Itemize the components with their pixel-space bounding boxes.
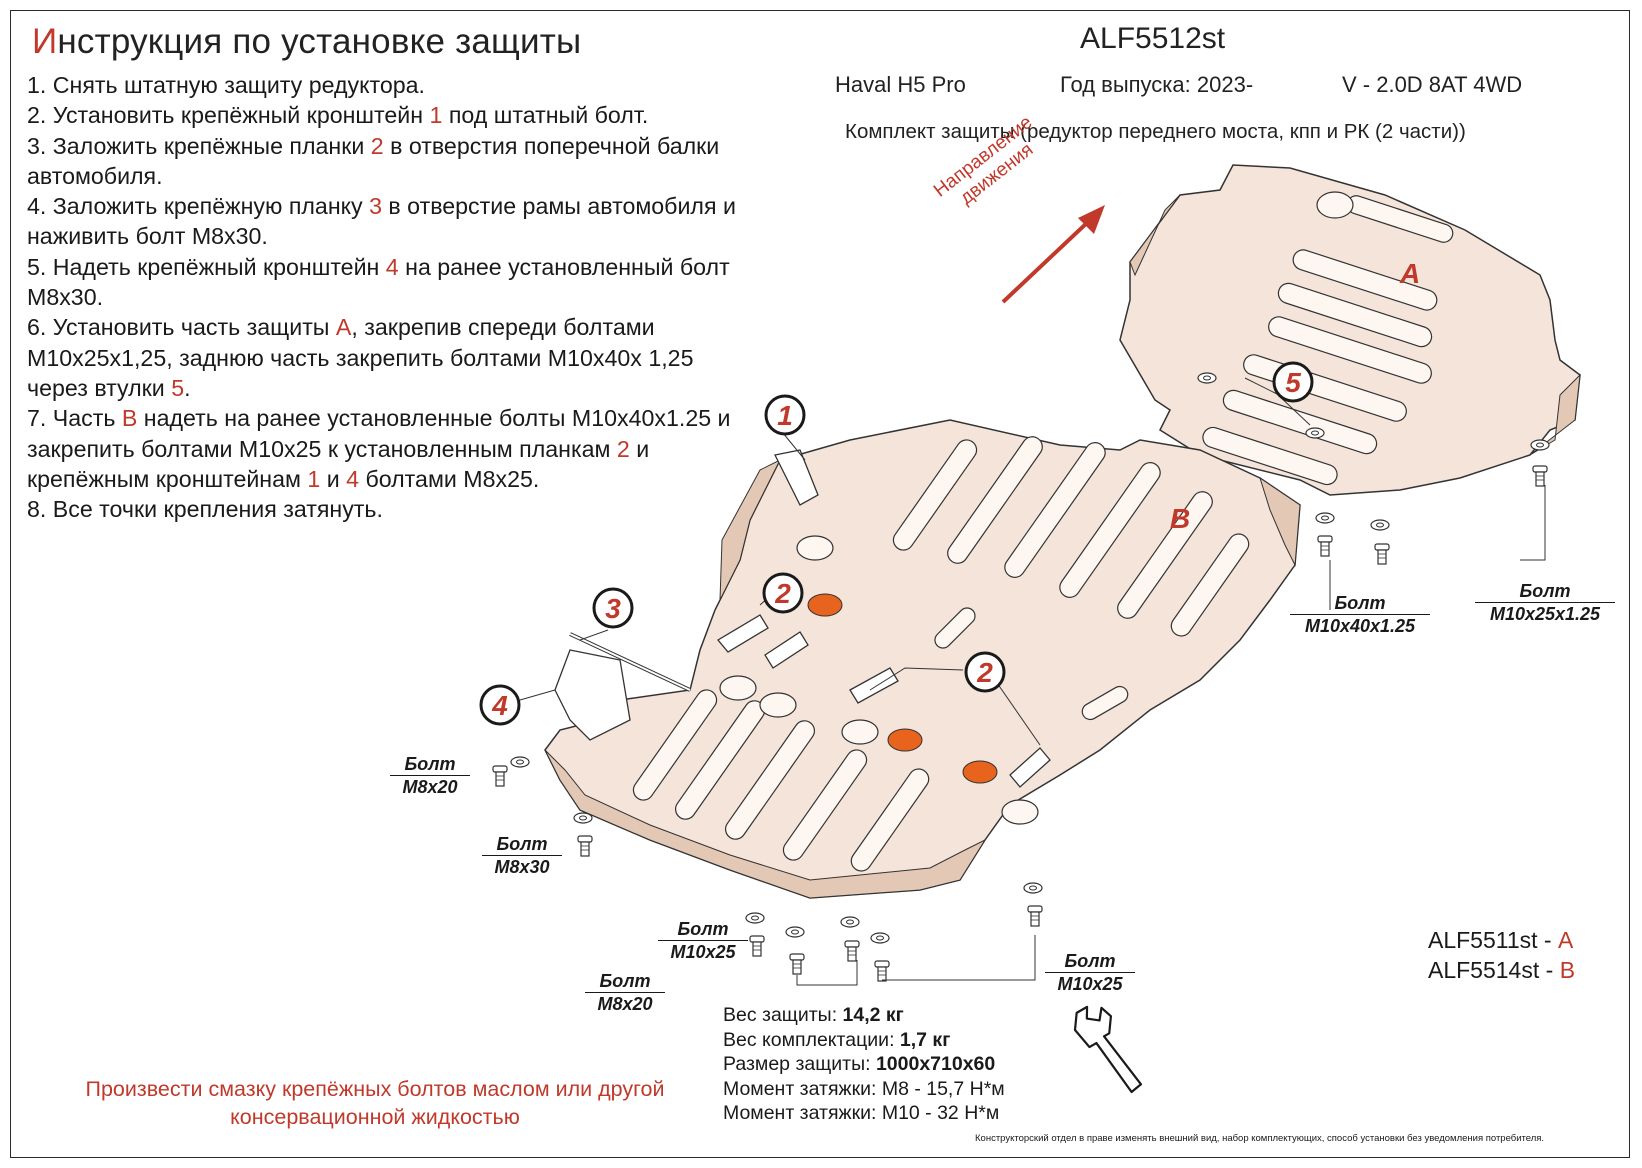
lubrication-note: Произвести смазку крепёжных болтов масло… <box>85 1077 665 1129</box>
spec-weight: Вес защиты: 14,2 кг <box>723 1004 904 1026</box>
step-2: 2. Установить крепёжный кронштейн 1 под … <box>27 102 649 129</box>
step-3: 3. Заложить крепёжные планки 2 в отверст… <box>27 132 720 189</box>
spec-torque-m8: Момент затяжки: М8 - 15,7 Н*м <box>723 1077 1005 1100</box>
title-first-letter: И <box>32 22 58 61</box>
spec-size: Размер защиты: 1000x710x60 <box>723 1053 996 1076</box>
protection-part-b <box>544 419 1301 899</box>
bolt-label-m10x25-right: Болт M10x25 <box>1045 950 1135 995</box>
wrench-icon <box>1073 1005 1143 1094</box>
callout-2a: 2 <box>774 578 791 609</box>
title-rest: нструкция по установке защиты <box>57 22 582 61</box>
bolt-label-m8x30: Болт M8x30 <box>482 833 562 878</box>
callout-3: 3 <box>605 593 621 624</box>
step-7: 7. Часть В надеть на ранее установленные… <box>27 405 731 492</box>
mounting-brackets <box>554 449 1051 788</box>
part-codes: ALF5511st - А ALF5514st - В <box>1428 925 1575 985</box>
step-8: 8. Все точки крепления затянуть. <box>27 496 383 523</box>
step-6: 6. Установить часть защиты А, закрепив с… <box>27 314 694 401</box>
page-title: Инструкция по установке защиты <box>32 22 581 62</box>
model-year: Год выпуска: 2023- <box>1060 72 1254 97</box>
article-number: ALF5512st <box>1080 22 1226 55</box>
callout-2b: 2 <box>976 657 993 688</box>
bolt-label-m10x25x125: Болт M10x25x1.25 <box>1475 580 1615 625</box>
part-label-b: В <box>1170 503 1190 534</box>
part-b-outline <box>544 419 1301 899</box>
spec-kit-weight: Вес комплектации: 1,7 кг <box>723 1028 951 1051</box>
bolt-label-m10x25-left: Болт M10x25 <box>658 918 748 963</box>
step-4: 4. Заложить крепёжную планку 3 в отверст… <box>27 193 736 250</box>
kit-description: Комплект защиты (редуктор переднего мост… <box>845 120 1466 143</box>
callout-4: 4 <box>491 690 508 721</box>
footnote: Конструкторский отдел в праве изменять в… <box>975 1133 1545 1144</box>
engine-spec: V - 2.0D 8AT 4WD <box>1342 72 1523 97</box>
callout-1: 1 <box>777 400 793 431</box>
protection-part-a <box>1119 164 1581 496</box>
part-label-a: А <box>1399 258 1420 289</box>
step-5: 5. Надеть крепёжный кронштейн 4 на ранее… <box>27 253 730 311</box>
instruction-steps: 1. Снять штатную защиту редуктора. 2. Ус… <box>27 70 757 524</box>
page-frame <box>10 10 1630 1158</box>
bolt-label-m8x20-bottom: Болт M8x20 <box>585 970 665 1015</box>
spec-torque-m10: Момент затяжки: М10 - 32 Н*м <box>723 1102 1000 1125</box>
code-b: ALF5514st - В <box>1428 957 1576 983</box>
callout-5: 5 <box>1285 367 1301 398</box>
bolt-label-m8x20-left: Болт M8x20 <box>390 753 470 798</box>
direction-arrow-icon <box>1001 205 1105 304</box>
code-a: ALF5511st - А <box>1428 927 1574 953</box>
bolt-label-m10x40: Болт M10x40x1.25 <box>1290 592 1430 637</box>
step-1: 1. Снять штатную защиту редуктора. <box>27 72 426 98</box>
specifications: Вес защиты: 14,2 кг Вес комплектации: 1,… <box>723 1003 1005 1126</box>
car-model: Haval H5 Pro <box>835 72 966 97</box>
